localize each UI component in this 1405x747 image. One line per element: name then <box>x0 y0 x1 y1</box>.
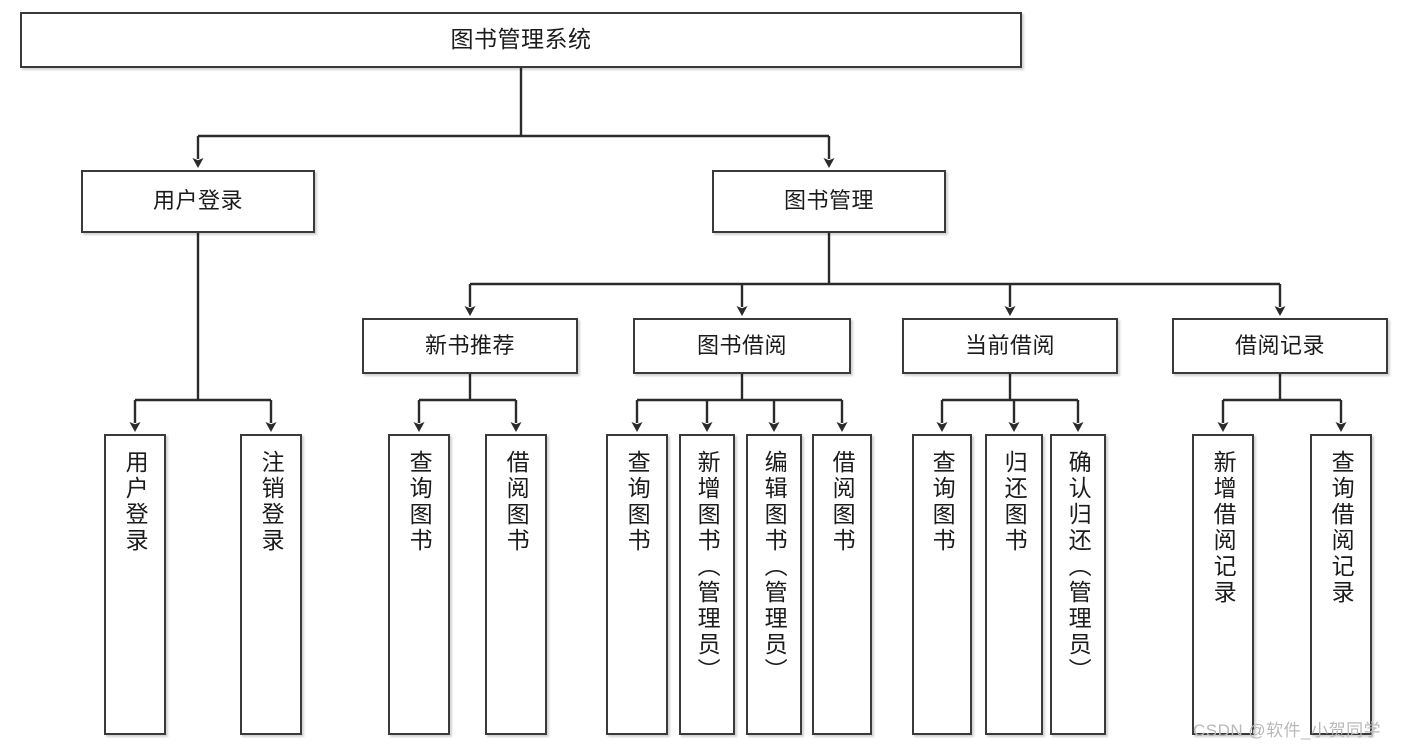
leaf-leaf-query-book-2-label: 查询图书 <box>624 450 651 554</box>
leaf-leaf-user-login-label: 用户登录 <box>122 450 149 554</box>
node-user-login-label: 用户登录 <box>152 188 243 214</box>
leaf-leaf-edit-book[interactable]: 编辑图书（管理员） <box>746 434 802 735</box>
leaf-leaf-add-record-label: 新增借阅记录 <box>1210 450 1237 606</box>
leaf-leaf-query-book-1-label: 查询图书 <box>406 450 433 554</box>
node-book-borrow[interactable]: 图书借阅 <box>633 318 851 374</box>
leaf-leaf-query-book-2[interactable]: 查询图书 <box>606 434 668 735</box>
leaf-leaf-query-book-1[interactable]: 查询图书 <box>388 434 450 735</box>
leaf-leaf-confirm-return-label: 确认归还（管理员） <box>1065 450 1092 684</box>
leaf-leaf-add-record[interactable]: 新增借阅记录 <box>1192 434 1254 735</box>
leaf-leaf-edit-book-label: 编辑图书（管理员） <box>761 450 788 684</box>
node-book-manage[interactable]: 图书管理 <box>712 170 946 233</box>
leaf-leaf-return-book[interactable]: 归还图书 <box>985 434 1043 735</box>
leaf-leaf-query-record[interactable]: 查询借阅记录 <box>1310 434 1372 735</box>
leaf-leaf-confirm-return[interactable]: 确认归还（管理员） <box>1050 434 1106 735</box>
leaf-leaf-query-book-3[interactable]: 查询图书 <box>912 434 972 735</box>
node-root-label: 图书管理系统 <box>450 26 592 53</box>
node-borrow-record[interactable]: 借阅记录 <box>1172 318 1388 374</box>
leaf-leaf-query-record-label: 查询借阅记录 <box>1328 450 1355 606</box>
leaf-leaf-logout-label: 注销登录 <box>258 450 285 554</box>
leaf-leaf-borrow-book-1[interactable]: 借阅图书 <box>485 434 547 735</box>
leaf-leaf-borrow-book-2-label: 借阅图书 <box>829 450 856 554</box>
node-book-borrow-label: 图书借阅 <box>696 332 787 358</box>
node-root[interactable]: 图书管理系统 <box>20 12 1022 68</box>
node-book-manage-label: 图书管理 <box>783 188 874 214</box>
leaf-leaf-borrow-book-1-label: 借阅图书 <box>503 450 530 554</box>
leaf-leaf-add-book[interactable]: 新增图书（管理员） <box>679 434 735 735</box>
node-new-book-recommend[interactable]: 新书推荐 <box>362 318 578 374</box>
node-current-borrow-label: 当前借阅 <box>964 332 1055 358</box>
leaf-leaf-query-book-3-label: 查询图书 <box>929 450 956 554</box>
leaf-leaf-return-book-label: 归还图书 <box>1001 450 1028 554</box>
node-user-login[interactable]: 用户登录 <box>81 170 315 233</box>
leaf-leaf-add-book-label: 新增图书（管理员） <box>694 450 721 684</box>
watermark: CSDN @软件_小贺同学 <box>1193 721 1382 740</box>
leaf-leaf-logout[interactable]: 注销登录 <box>240 434 302 735</box>
node-current-borrow[interactable]: 当前借阅 <box>902 318 1118 374</box>
leaf-leaf-borrow-book-2[interactable]: 借阅图书 <box>812 434 872 735</box>
node-new-book-recommend-label: 新书推荐 <box>424 332 515 358</box>
node-borrow-record-label: 借阅记录 <box>1234 332 1325 358</box>
leaf-leaf-user-login[interactable]: 用户登录 <box>104 434 166 735</box>
